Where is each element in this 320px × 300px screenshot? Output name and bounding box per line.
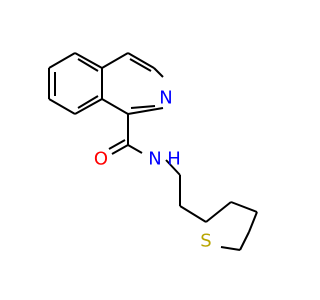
bond xyxy=(153,67,164,78)
bond xyxy=(220,246,241,251)
bond xyxy=(165,159,181,176)
bond xyxy=(248,211,258,233)
pyridine-ring xyxy=(101,52,164,115)
amide-nitrogen-label: N xyxy=(148,149,161,170)
bond xyxy=(101,98,129,115)
carbonyl-bond xyxy=(108,139,126,150)
bond xyxy=(179,205,207,223)
bond xyxy=(127,144,143,154)
bond xyxy=(239,231,250,251)
bond xyxy=(74,98,103,115)
bond xyxy=(205,201,232,223)
bond xyxy=(74,52,103,69)
amide-group xyxy=(108,114,181,176)
thiolane-ring xyxy=(179,175,258,251)
aromatic-inner-bond xyxy=(130,105,156,109)
carbonyl-oxygen-label: O xyxy=(94,149,108,170)
amide-hydrogen-label: H xyxy=(167,149,181,170)
carbonyl-bond xyxy=(111,144,129,155)
ring-nitrogen-label: N xyxy=(159,88,172,109)
bond xyxy=(127,52,155,69)
bond xyxy=(230,201,258,213)
bond xyxy=(127,107,164,115)
aromatic-inner-bond xyxy=(129,58,152,72)
molecule-structure-diagram: N O N H S xyxy=(48,52,258,252)
sulfur-label: S xyxy=(200,231,211,252)
benzene-ring xyxy=(48,52,103,115)
bond xyxy=(48,98,76,115)
bond xyxy=(101,52,129,69)
aromatic-inner-bond xyxy=(77,58,99,72)
aromatic-inner-bond xyxy=(77,95,99,109)
bond xyxy=(48,52,76,69)
